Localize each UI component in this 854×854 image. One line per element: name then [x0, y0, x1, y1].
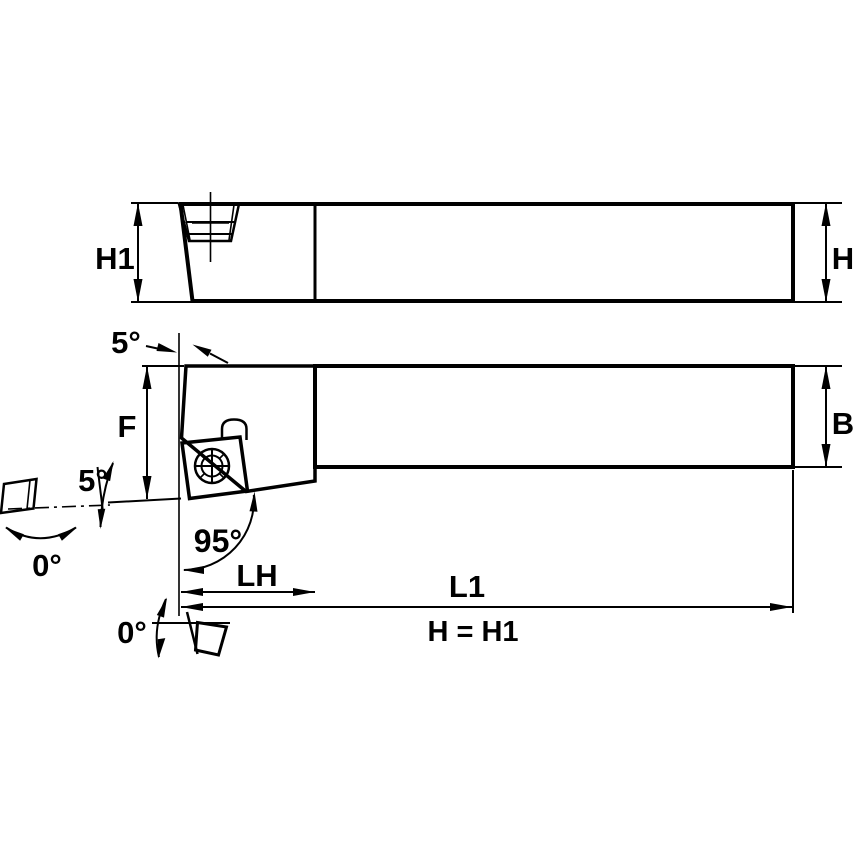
lh-arrow-left — [181, 588, 203, 596]
label-side-rake-angle: 5° — [78, 463, 108, 498]
f-arrow-up — [142, 366, 152, 389]
l1-arrow-left — [181, 603, 203, 611]
label-top-clearance-angle: 5° — [111, 325, 141, 360]
insert-pocket — [177, 202, 241, 243]
dimension-f: F — [118, 365, 184, 499]
annotation-lead-angle: 95° — [182, 491, 258, 574]
label-lead-angle: 95° — [194, 523, 242, 559]
dimension-b: B — [795, 365, 854, 468]
inclination-arrow-right — [58, 527, 77, 541]
label-h1: H1 — [95, 241, 135, 276]
b-arrow-down — [821, 444, 831, 467]
screw-tick-ne — [218, 452, 226, 460]
screw-tick-nw — [198, 452, 206, 460]
insert-side-edge-line — [26, 479, 31, 510]
plan-view — [178, 333, 795, 616]
f-arrow-down — [142, 476, 152, 499]
annotation-top-clearance: 5° — [111, 325, 229, 364]
screw-tick-sw — [198, 472, 206, 480]
dimension-l1: L1 H = H1 — [181, 470, 794, 648]
insert-side-body — [0, 477, 38, 515]
b-arrow-up — [821, 366, 831, 389]
h-arrow-up — [821, 203, 831, 226]
label-b: B — [832, 406, 854, 441]
insert-side-view: 5° 0° — [0, 461, 182, 583]
plan-head — [179, 364, 317, 494]
top-angle-arrow-right — [192, 344, 212, 357]
side-view-body — [178, 202, 795, 303]
side-rake-arrow-top — [102, 461, 114, 482]
h1-arrow-down — [133, 279, 143, 302]
insert-front-body — [193, 620, 229, 657]
rake-centerline — [7, 504, 111, 510]
dimension-lh: LH — [181, 558, 315, 596]
label-l1: L1 — [449, 569, 485, 604]
lead-angle-arrow-top — [249, 491, 258, 512]
front-clearance-arrow-bottom — [157, 638, 166, 659]
l1-arrow-right — [770, 603, 792, 611]
dimension-h: H — [795, 202, 854, 303]
front-clearance-arrow-top — [156, 597, 167, 618]
top-angle-leader-right — [209, 352, 229, 364]
h-arrow-down — [821, 279, 831, 302]
label-height-equation: H = H1 — [427, 616, 518, 648]
side-rake-arrow-bottom — [97, 508, 106, 529]
plan-shank — [313, 364, 795, 469]
label-h: H — [832, 241, 854, 276]
inclination-arrow-left — [5, 527, 24, 541]
tip-front-view: 0° — [117, 597, 230, 659]
label-lh: LH — [236, 558, 277, 593]
label-inclination-angle: 0° — [32, 548, 62, 583]
insert-plan — [180, 435, 250, 501]
lead-angle-arrow-left — [182, 566, 204, 574]
top-angle-arrow-left — [156, 343, 177, 353]
dimension-h1: H1 — [95, 202, 191, 303]
screw-tick-se — [218, 472, 226, 480]
rake-reference-line — [107, 497, 182, 504]
label-front-clearance-angle: 0° — [117, 615, 147, 650]
lh-arrow-right — [293, 588, 315, 596]
side-view — [177, 192, 795, 303]
clamp-bump — [220, 418, 248, 440]
h1-arrow-up — [133, 203, 143, 226]
label-f: F — [118, 409, 137, 444]
screw-icon — [193, 447, 231, 485]
